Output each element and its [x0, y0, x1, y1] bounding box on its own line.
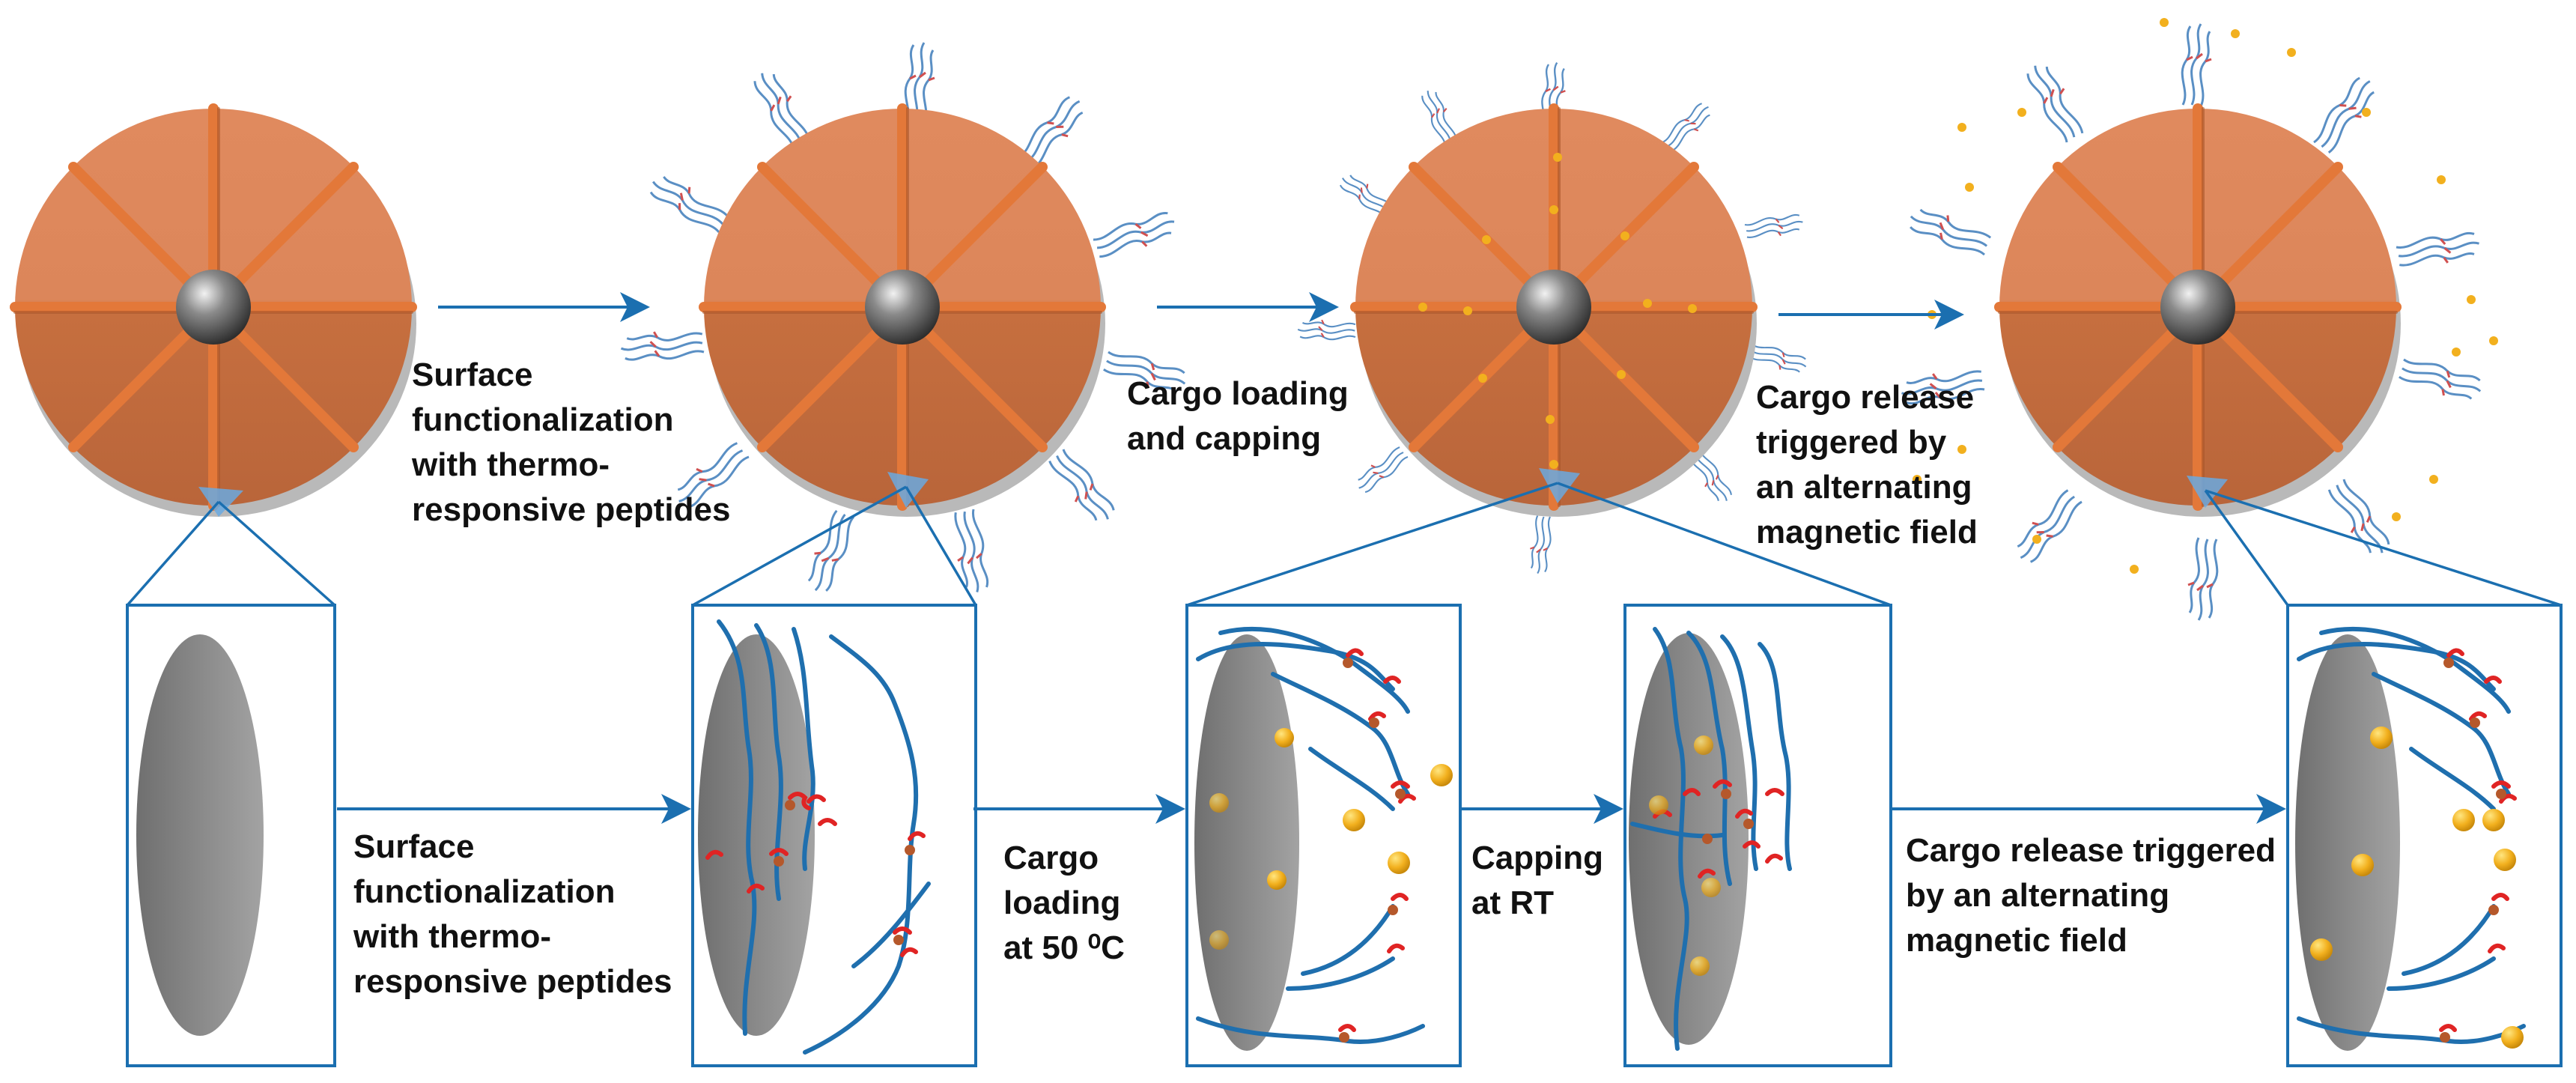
bottom-step2-label: Cargo loading at 50 ⁰C	[1003, 840, 1130, 966]
label-line: functionalization	[412, 401, 674, 438]
zoom-box-bare	[126, 604, 336, 1067]
released-cargo-dots	[1913, 18, 2498, 574]
cargo-molecule-icon	[2310, 726, 2524, 1049]
label-line: by an alternating	[1906, 877, 2169, 914]
zoom-box-release	[2286, 604, 2563, 1067]
bare-nanoparticle	[15, 109, 416, 517]
zoom-box-loaded	[1185, 604, 1462, 1067]
label-line: Capping	[1471, 840, 1603, 876]
label-line: magnetic field	[1756, 514, 1978, 550]
bottom-step3-label: Capping at RT	[1471, 840, 1612, 921]
label-line: an alternating	[1756, 469, 1972, 506]
label-line: magnetic field	[1906, 922, 2127, 959]
label-line: functionalization	[353, 873, 616, 910]
zoom-box-functionalized	[691, 604, 977, 1067]
top-step2-label: Cargo loading and capping	[1127, 375, 1358, 457]
label-line: with thermo-	[353, 918, 551, 955]
zoom-box-capped	[1623, 604, 1892, 1067]
top-step3-label: Cargo release triggered by an alternatin…	[1756, 379, 1983, 550]
pore-wall-icon	[698, 634, 815, 1036]
peptide-chain-icon	[705, 619, 931, 1055]
cargo-molecule-icon	[1649, 735, 1721, 976]
label-line: responsive peptides	[353, 963, 672, 1000]
label-line: Cargo release triggered	[1906, 832, 2276, 869]
label-line: Cargo	[1003, 840, 1099, 876]
label-line: loading	[1003, 885, 1120, 921]
loaded-cargo-dots	[1418, 153, 1697, 469]
label-line: responsive peptides	[412, 491, 730, 528]
top-step1-label: Surface functionalization with thermo- r…	[411, 357, 730, 528]
pore-wall-icon	[1194, 634, 1299, 1051]
cargo-molecule-icon	[1209, 728, 1453, 950]
peptide-chain-icon	[1630, 627, 1792, 1051]
label-line: Surface	[353, 828, 474, 865]
label-line: at RT	[1471, 885, 1554, 921]
bottom-step1-label: Surface functionalization with thermo- r…	[353, 828, 672, 1000]
label-line: Cargo loading	[1127, 375, 1349, 412]
label-line: with thermo-	[411, 446, 610, 483]
releasing-nanoparticle	[1898, 18, 2498, 622]
pore-wall-icon	[136, 634, 264, 1036]
label-line: Surface	[412, 357, 532, 393]
label-line: Cargo release	[1756, 379, 1974, 416]
capped-nanoparticle	[1296, 61, 1809, 574]
label-line: at 50 ⁰C	[1003, 929, 1125, 966]
pore-wall-icon	[2295, 634, 2400, 1051]
peptide-chain-icon	[2297, 626, 2526, 1044]
label-line: and capping	[1127, 420, 1321, 457]
zoom-indicators	[126, 468, 2562, 607]
label-line: triggered by	[1756, 424, 1947, 461]
bottom-step4-label: Cargo release triggered by an alternatin…	[1906, 832, 2285, 959]
pore-wall-icon	[1629, 633, 1749, 1045]
peptide-chain-icon	[1196, 626, 1425, 1044]
